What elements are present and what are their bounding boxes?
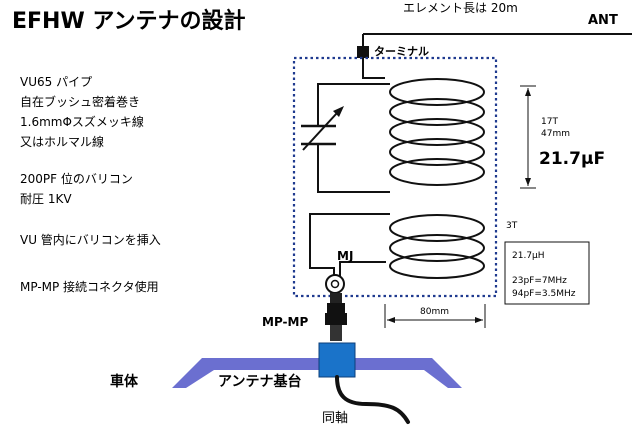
capacitor-arrow-icon xyxy=(333,106,344,117)
ant-label: ANT xyxy=(588,13,618,28)
build-notes: VU65 パイプ 自在ブッシュ密着巻き 1.6mmΦスズメッキ線 又はホルマル線… xyxy=(20,75,161,294)
variable-capacitor-circuit xyxy=(301,83,390,193)
note-line: VU65 パイプ xyxy=(20,75,92,89)
info-3-5mhz: 94pF=3.5MHz xyxy=(512,289,576,299)
sub-coil-turns: 3T xyxy=(506,221,518,231)
note-line: 200PF 位のバリコン xyxy=(20,171,133,186)
coil-width-dimension xyxy=(384,304,486,328)
note-line: 又はホルマル線 xyxy=(20,134,104,149)
coil-length-dimension xyxy=(520,85,536,189)
main-coil-turns: 17T xyxy=(541,117,558,127)
mpmp-connector xyxy=(325,293,347,341)
note-line: 耐圧 1KV xyxy=(20,192,72,206)
note-line: 1.6mmΦスズメッキ線 xyxy=(20,114,144,129)
info-inductance: 21.7μH xyxy=(512,251,545,261)
info-7mhz: 23pF=7MHz xyxy=(512,276,567,286)
antenna-base-block xyxy=(318,342,356,378)
coax-cable xyxy=(335,375,410,424)
sub-coil-loop-wire xyxy=(309,213,390,260)
width-dimension-label: 80mm xyxy=(420,307,449,317)
main-coil-length: 47mm xyxy=(541,129,570,139)
mj-label: MJ xyxy=(337,249,353,263)
terminal-to-coil-wire xyxy=(362,58,385,79)
tuning-info-box xyxy=(504,241,590,305)
coax-label: 同軸 xyxy=(322,411,348,426)
main-coil xyxy=(389,78,485,186)
base-label: アンテナ基台 xyxy=(218,373,301,390)
note-line: MP-MP 接続コネクタ使用 xyxy=(20,279,159,294)
diagram-title: EFHW アンテナの設計 xyxy=(12,8,246,34)
element-length-note: エレメント長は 20m xyxy=(403,1,518,15)
mj-coil-wire xyxy=(339,261,386,278)
note-line: VU 管内にバリコンを挿入 xyxy=(20,232,161,247)
vu-pipe-outline xyxy=(292,56,498,298)
note-line: 自在ブッシュ密着巻き xyxy=(20,94,140,109)
mpmp-label: MP-MP xyxy=(262,315,308,329)
terminal-block xyxy=(357,46,369,58)
mj-lead-wire xyxy=(309,260,335,278)
vehicle-body-plate xyxy=(172,358,462,388)
body-label: 車体 xyxy=(110,373,139,390)
terminal-label: ターミナル xyxy=(374,45,429,58)
main-coil-inductance: 21.7μF xyxy=(539,149,605,169)
sub-coil xyxy=(389,214,485,279)
